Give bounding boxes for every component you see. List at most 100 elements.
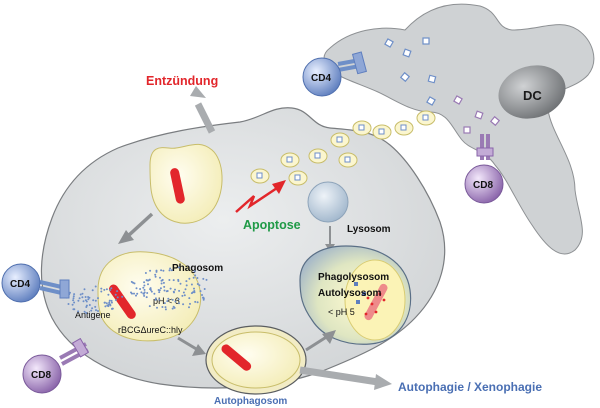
antigen-dot xyxy=(110,299,113,302)
arrow-entzuendung xyxy=(194,102,216,134)
antigen-dot xyxy=(108,301,111,304)
apoptotic-antigens xyxy=(256,114,429,181)
antigen-dot xyxy=(149,288,152,291)
antigen-dot xyxy=(177,298,180,301)
antigen-dot xyxy=(143,291,146,294)
antigen-dot xyxy=(184,288,187,291)
antigen-dot xyxy=(143,284,146,287)
antigen-dot xyxy=(71,303,74,306)
antigen-dot xyxy=(193,287,195,290)
antigen-dot xyxy=(177,266,180,269)
antigen-dot xyxy=(135,287,138,290)
antigen-dot xyxy=(185,280,188,283)
lysosom xyxy=(307,181,349,223)
antigen-dot xyxy=(188,297,191,300)
antigen-dot xyxy=(174,288,176,291)
antigen-dot xyxy=(105,288,108,291)
antigen-dot xyxy=(172,290,175,293)
label-apoptose: Apoptose xyxy=(243,218,301,232)
antigen-dot xyxy=(139,288,142,290)
arrow-autophagie xyxy=(299,366,379,386)
antigen-dot xyxy=(196,301,199,304)
antigen-dot xyxy=(196,283,199,285)
antigen-dot xyxy=(72,295,75,298)
antigen-dot xyxy=(104,305,107,308)
antigen-dot xyxy=(81,292,84,295)
antigen-dot xyxy=(172,279,175,282)
dendritic-cell xyxy=(323,3,595,255)
label-entzuendung: Entzündung xyxy=(146,74,218,88)
antigen-dot xyxy=(188,277,191,280)
antigen-dot xyxy=(144,272,147,274)
cd8-left-cell xyxy=(22,354,62,394)
antigen-dot xyxy=(162,281,165,284)
antigen-dot xyxy=(107,293,110,296)
apoptose-arrow-head xyxy=(272,180,286,194)
antigen-dot xyxy=(83,288,86,291)
antigen-dot xyxy=(199,290,202,293)
antigen-dot xyxy=(109,289,112,292)
antigen-dot xyxy=(174,300,177,303)
antigen-dot xyxy=(142,292,145,295)
cd4-dc-receptor xyxy=(337,51,368,75)
antigen-dot xyxy=(90,309,93,312)
antigen-dot xyxy=(81,296,84,299)
antigen-dot xyxy=(166,300,169,303)
antigen-dot xyxy=(147,283,149,286)
antigen-dot xyxy=(108,299,111,302)
antigen-dot xyxy=(148,278,151,281)
antigen-dot xyxy=(193,270,196,273)
antigen-dot xyxy=(135,294,137,297)
antigen-dot xyxy=(202,277,205,280)
antigen-dot xyxy=(154,273,157,276)
antigen-dot xyxy=(161,278,164,281)
antigen-dot xyxy=(201,294,203,296)
antigen-dot xyxy=(160,269,163,272)
antigen-dot xyxy=(165,290,168,293)
antigen-dot xyxy=(94,285,97,288)
cd4-dc-cell xyxy=(302,57,342,97)
cd8-left-label: CD8 xyxy=(31,370,51,381)
cd8-dc-label: CD8 xyxy=(473,180,493,191)
antigen-dot xyxy=(107,304,110,307)
antigen-dot xyxy=(163,289,166,292)
antigen-dot xyxy=(148,305,151,308)
antigen-dot xyxy=(146,292,149,294)
antigen-dot xyxy=(97,310,99,312)
dc-antigens-purple xyxy=(453,95,501,134)
antigen-dot xyxy=(92,299,95,302)
antigen-dot xyxy=(194,300,197,303)
antigen-dot xyxy=(168,269,171,272)
antigen-dot xyxy=(130,280,133,283)
uptake-vesicle xyxy=(149,143,223,224)
antigen-dot xyxy=(91,307,94,310)
antigen-dot xyxy=(154,298,157,301)
label-lysosom: Lysosom xyxy=(347,224,391,235)
antigen-dot xyxy=(202,296,205,299)
label-phagosom: Phagosom xyxy=(172,263,223,274)
label-autolysosom: Autolysosom xyxy=(318,288,381,299)
cd8-dc-receptor xyxy=(476,134,494,160)
autophagosom-inner xyxy=(211,331,301,389)
arrow-uptake-head xyxy=(118,230,134,244)
antigen-dot xyxy=(162,269,165,272)
antigen-dot xyxy=(203,288,206,290)
antigen-dot xyxy=(87,298,90,301)
antigen-dot xyxy=(136,292,139,295)
label-phagolysosom: Phagolysosom xyxy=(318,272,389,283)
arrow-autophagie-head xyxy=(374,374,392,390)
antigen-dot xyxy=(114,293,117,296)
antigen-dot xyxy=(111,307,114,310)
antigen-dot xyxy=(100,287,103,290)
antigen-dot xyxy=(97,297,99,300)
antigen-dot xyxy=(67,303,70,305)
antigen-dot xyxy=(114,299,117,301)
arrow-autophagosom-to-lysosom xyxy=(305,334,329,352)
antigen-dot xyxy=(145,296,148,299)
phagosom xyxy=(97,251,202,342)
antigen-dot xyxy=(202,298,205,301)
antigen-dot xyxy=(178,302,180,305)
antigen-dot xyxy=(193,290,196,292)
arrow-phagosom-to-autophagosom xyxy=(177,336,199,352)
